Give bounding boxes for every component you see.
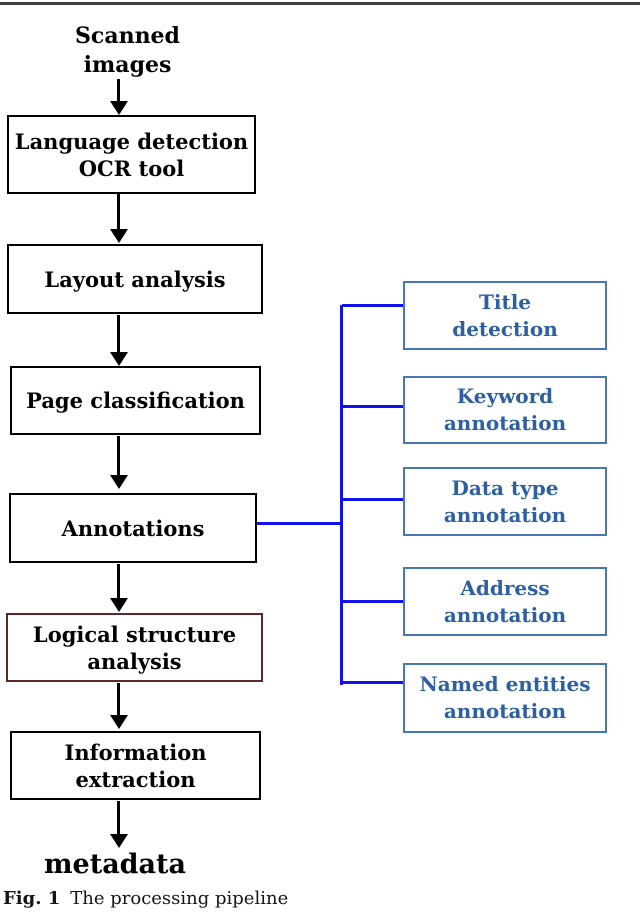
arrow-down-icon	[109, 436, 128, 489]
top-rule	[0, 2, 640, 5]
arrow-head-icon	[109, 475, 128, 489]
node-metadata: metadata	[43, 849, 187, 880]
node-logical-structure-analysis: Logical structure analysis	[6, 613, 263, 682]
connector-annotations-feed	[257, 522, 342, 525]
arrow-head-icon	[109, 101, 128, 115]
arrow-head-icon	[109, 834, 128, 848]
connector-trunk	[340, 305, 343, 685]
node-named-entities-annotation: Named entities annotation	[403, 663, 607, 733]
figure-caption-label: Fig. 1	[3, 888, 61, 909]
arrow-shaft	[117, 315, 120, 352]
connector-branch-title	[342, 304, 403, 307]
node-data-type-annotation: Data type annotation	[403, 467, 607, 536]
connector-branch-named-entities	[342, 681, 403, 684]
figure-caption: Fig. 1 The processing pipeline	[3, 888, 633, 909]
connector-branch-keyword	[342, 405, 403, 408]
arrow-shaft	[117, 79, 120, 101]
arrow-down-icon	[109, 801, 128, 848]
arrow-shaft	[117, 436, 120, 475]
arrow-head-icon	[109, 715, 128, 729]
node-title-detection: Title detection	[403, 281, 607, 350]
node-language-detection-ocr: Language detection OCR tool	[7, 115, 256, 194]
arrow-down-icon	[109, 683, 128, 729]
node-address-annotation: Address annotation	[403, 567, 607, 636]
arrow-shaft	[117, 683, 120, 715]
node-scanned-images: Scanned images	[75, 23, 180, 78]
connector-branch-data-type	[342, 498, 403, 501]
arrow-down-icon	[109, 564, 128, 612]
node-page-classification: Page classification	[10, 366, 261, 435]
arrow-down-icon	[109, 194, 128, 243]
arrow-head-icon	[109, 229, 128, 243]
node-annotations: Annotations	[9, 493, 257, 563]
connector-branch-address	[342, 600, 403, 603]
arrow-head-icon	[109, 352, 128, 366]
node-information-extraction: Information extraction	[10, 731, 261, 800]
arrow-shaft	[117, 801, 120, 834]
arrow-shaft	[117, 564, 120, 598]
node-keyword-annotation: Keyword annotation	[403, 376, 607, 444]
figure-caption-text: The processing pipeline	[70, 888, 289, 909]
arrow-shaft	[117, 194, 120, 229]
arrow-head-icon	[109, 598, 128, 612]
node-layout-analysis: Layout analysis	[7, 244, 263, 314]
arrow-down-icon	[109, 315, 128, 366]
arrow-down-icon	[109, 79, 128, 115]
